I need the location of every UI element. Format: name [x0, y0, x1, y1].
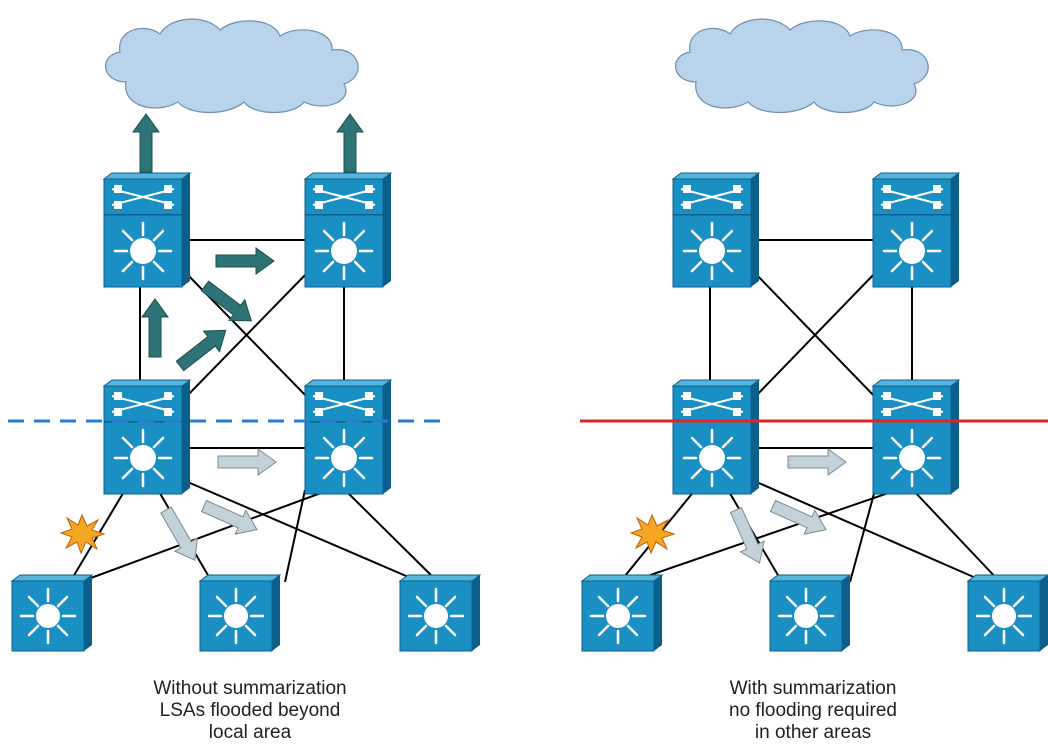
multilayer-switch-icon	[671, 378, 761, 496]
lsa-flood-arrow-icon	[336, 113, 364, 173]
multilayer-switch-icon	[871, 378, 961, 496]
panel-right	[580, 18, 1048, 653]
cloud-icon	[104, 18, 359, 114]
lsa-flood-arrow-icon	[141, 298, 169, 358]
layer3-switch-icon	[398, 573, 482, 653]
lsa-flood-arrow-icon	[196, 275, 260, 332]
lsa-flood-arrow-icon	[171, 319, 235, 377]
caption-right: With summarization no flooding required …	[643, 678, 983, 744]
lsa-flood-arrow-icon	[132, 113, 160, 173]
multilayer-switch-icon	[871, 171, 961, 289]
link-failure-icon	[630, 514, 675, 554]
multilayer-switch-icon	[671, 171, 761, 289]
caption-right-line-3: in other areas	[754, 722, 872, 743]
cloud-icon	[674, 18, 929, 114]
caption-left-line-2: LSAs flooded beyond	[159, 700, 341, 721]
lsa-flood-arrow-icon	[217, 448, 277, 476]
caption-right-line-1: With summarization	[729, 678, 897, 699]
layer3-switch-icon	[198, 573, 282, 653]
links-right	[619, 239, 1001, 583]
lsa-flood-arrow-icon	[215, 247, 275, 275]
panel-left	[8, 18, 482, 653]
layer3-switch-icon	[580, 573, 664, 653]
link-failure-icon	[60, 514, 105, 554]
layer3-switch-icon	[768, 573, 852, 653]
multilayer-switch-icon	[102, 378, 192, 496]
lsa-flood-arrow-icon	[787, 448, 847, 476]
multilayer-switch-icon	[102, 171, 192, 289]
multilayer-switch-icon	[303, 171, 393, 289]
caption-left: Without summarization LSAs flooded beyon…	[80, 678, 420, 744]
caption-left-line-3: local area	[208, 722, 292, 743]
layer3-switch-icon	[966, 573, 1048, 653]
multilayer-switch-icon	[303, 378, 393, 496]
caption-left-line-1: Without summarization	[153, 678, 347, 699]
layer3-switch-icon	[10, 573, 94, 653]
caption-right-line-2: no flooding required	[729, 700, 897, 721]
